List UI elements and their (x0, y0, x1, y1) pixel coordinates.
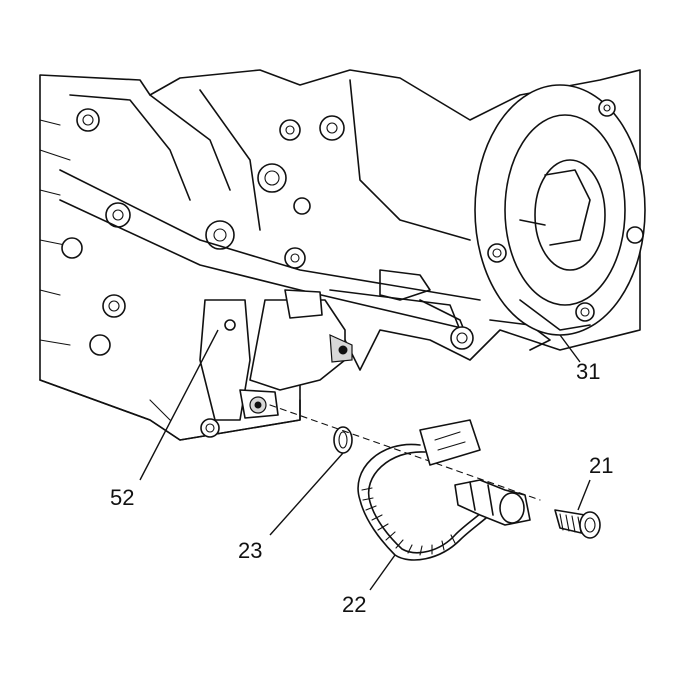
callout-labels: 31 52 21 23 22 (110, 359, 613, 617)
callout-22: 22 (342, 592, 366, 617)
callout-31: 31 (576, 359, 600, 384)
extension-housing (474, 84, 646, 336)
callout-21: 21 (589, 453, 613, 478)
leader-lines (139, 329, 591, 591)
callout-23: 23 (238, 538, 262, 563)
sensor-bolt (554, 509, 601, 539)
callout-52: 52 (110, 485, 134, 510)
speed-sensor-harness (357, 419, 531, 561)
